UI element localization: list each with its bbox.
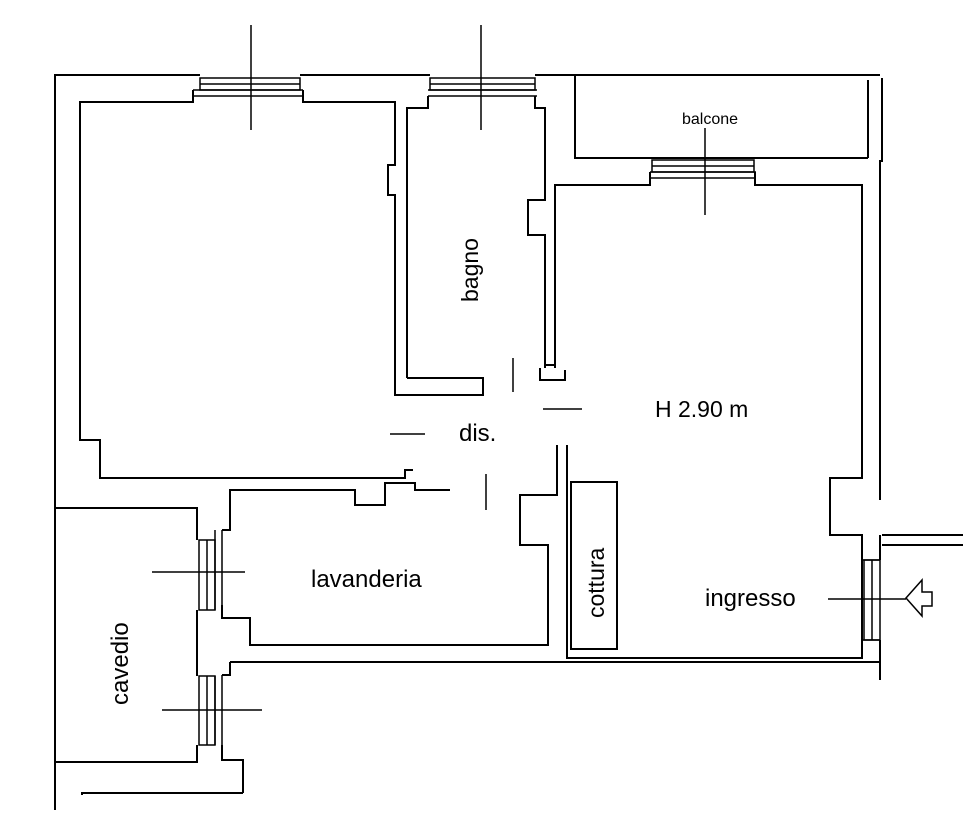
- door-ticks: [390, 358, 582, 510]
- label-bagno: bagno: [457, 238, 483, 302]
- window-top-left: [193, 77, 303, 97]
- lavanderia-walls: [221, 482, 450, 619]
- label-cavedio: cavedio: [107, 622, 134, 705]
- cottura-block: [570, 481, 618, 650]
- balcone-walls: [574, 75, 868, 159]
- label-ingresso: ingresso: [705, 585, 796, 612]
- lower-walls: [54, 507, 881, 810]
- outer-walls: [54, 74, 883, 795]
- bagno-walls: [406, 96, 566, 381]
- entrance-door: [862, 534, 963, 641]
- window-balcone-door: [650, 159, 756, 179]
- label-lavanderia: lavanderia: [311, 566, 422, 593]
- label-cottura: cottura: [583, 547, 609, 618]
- label-height: H 2.90 m: [655, 396, 748, 422]
- label-dis: dis.: [459, 420, 496, 447]
- label-balcone: balcone: [682, 111, 738, 128]
- window-lavanderia: [198, 530, 223, 611]
- window-markers: [152, 25, 706, 711]
- entrance-arrow-icon: [828, 578, 933, 618]
- window-bagno: [428, 77, 537, 97]
- left-room-walls: [79, 90, 484, 479]
